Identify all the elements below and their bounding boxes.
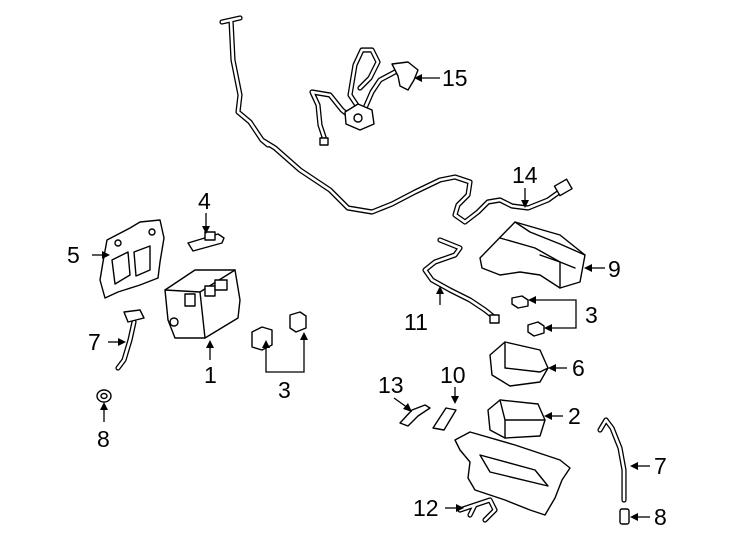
callout-7-right: 7 bbox=[654, 453, 667, 479]
callout-12: 12 bbox=[413, 495, 439, 521]
pigtail-wire-left bbox=[115, 309, 145, 371]
callout-5: 5 bbox=[67, 242, 80, 268]
callout-15: 15 bbox=[442, 65, 468, 91]
callout-11: 11 bbox=[404, 309, 428, 335]
callout-14: 14 bbox=[512, 162, 538, 188]
wire-clip bbox=[399, 404, 431, 427]
callout-labels: 1 2 3 3 4 5 6 7 7 8 8 9 10 11 12 13 14 1… bbox=[67, 65, 667, 530]
leader-lines bbox=[92, 74, 650, 521]
impact-sensor bbox=[432, 407, 457, 431]
callout-13: 13 bbox=[378, 372, 404, 398]
callout-9: 9 bbox=[608, 256, 621, 282]
module-bracket bbox=[99, 219, 165, 299]
callout-3-left: 3 bbox=[278, 377, 291, 403]
grommet-right bbox=[619, 508, 630, 525]
callout-4: 4 bbox=[198, 188, 211, 214]
callout-1: 1 bbox=[204, 362, 217, 388]
sensor-module bbox=[489, 341, 549, 387]
callout-8-right: 8 bbox=[654, 504, 667, 530]
callout-8-left: 8 bbox=[97, 426, 110, 452]
sensor bbox=[187, 231, 225, 252]
mounting-bracket bbox=[454, 431, 571, 516]
airbag-module bbox=[487, 399, 546, 439]
callout-3-right: 3 bbox=[585, 302, 598, 328]
connector-clips-left bbox=[251, 311, 307, 351]
callout-7-left: 7 bbox=[88, 329, 101, 355]
grommet-left bbox=[96, 389, 112, 403]
connector-clips-right bbox=[511, 295, 545, 337]
sensor-wire bbox=[422, 237, 500, 324]
module-cover bbox=[479, 221, 586, 289]
callout-2: 2 bbox=[568, 403, 581, 429]
main-wiring-harness bbox=[219, 15, 573, 225]
upper-harness-with-bracket bbox=[309, 47, 419, 146]
vent-tube bbox=[597, 417, 627, 503]
hose-bracket bbox=[457, 497, 498, 523]
control-module bbox=[164, 269, 241, 339]
callout-6: 6 bbox=[572, 355, 585, 381]
callout-10: 10 bbox=[440, 362, 466, 388]
